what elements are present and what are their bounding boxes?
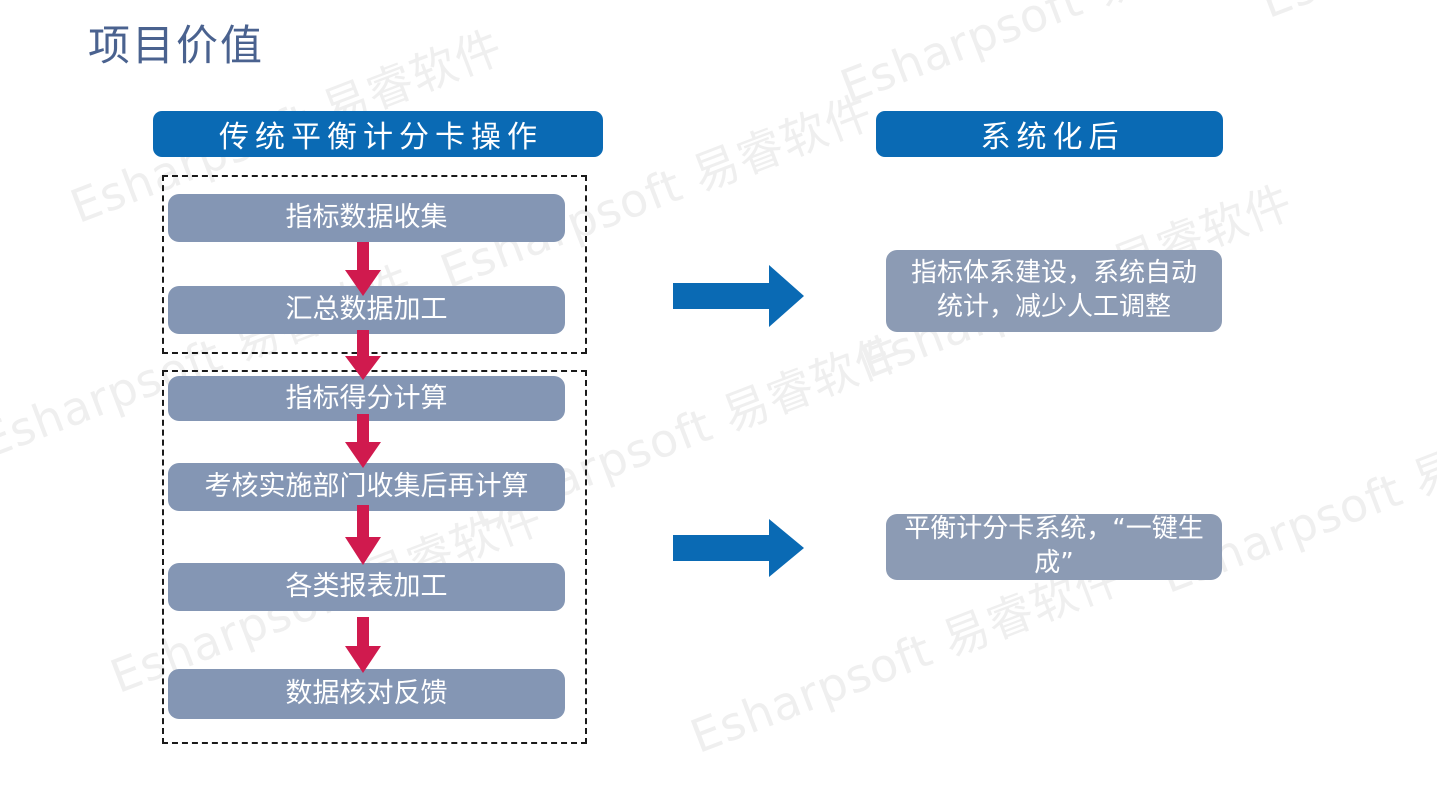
arrow-right-icon — [673, 519, 804, 577]
result-box[interactable]: 平衡计分卡系统，“一键生成” — [886, 514, 1222, 580]
dashed-group-scoring-reporting — [162, 370, 587, 744]
watermark-text: Esharpsoft 易睿软件 — [1250, 0, 1437, 32]
arrow-down-icon — [345, 330, 381, 380]
arrow-down-icon — [345, 505, 381, 565]
process-step-box[interactable]: 汇总数据加工 — [168, 286, 565, 334]
result-box[interactable]: 指标体系建设，系统自动统计，减少人工调整 — [886, 250, 1222, 332]
column-header-systemized: 系统化后 — [876, 111, 1223, 157]
process-step-box[interactable]: 各类报表加工 — [168, 563, 565, 611]
arrow-right-icon — [673, 265, 804, 327]
watermark-text: Esharpsoft 易睿软件 — [833, 0, 1280, 114]
arrow-down-icon — [345, 242, 381, 296]
process-step-box[interactable]: 指标数据收集 — [168, 194, 565, 242]
dashed-group-data-collection — [162, 175, 587, 354]
page-title: 项目价值 — [88, 21, 265, 70]
process-step-box[interactable]: 考核实施部门收集后再计算 — [168, 463, 565, 511]
arrow-down-icon — [345, 414, 381, 468]
column-header-traditional: 传统平衡计分卡操作 — [153, 111, 603, 157]
process-step-box[interactable]: 指标得分计算 — [168, 376, 565, 421]
arrow-down-icon — [345, 617, 381, 673]
process-step-box[interactable]: 数据核对反馈 — [168, 669, 565, 719]
